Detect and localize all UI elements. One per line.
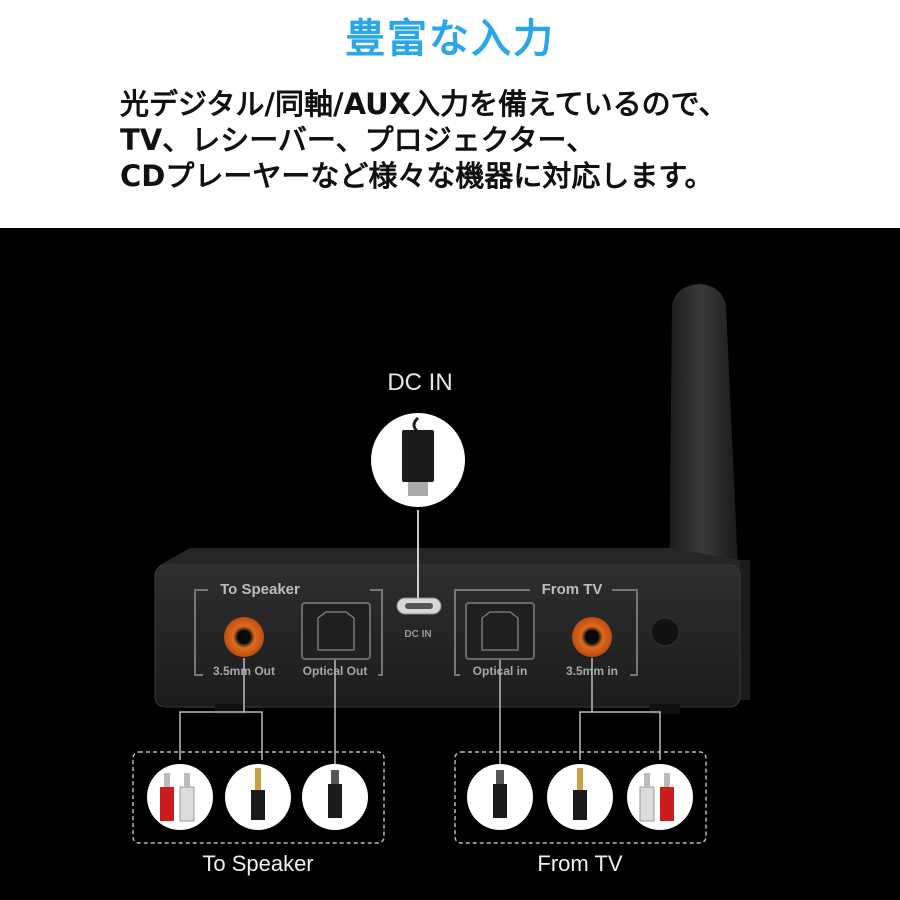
page-title: 豊富な入力 <box>345 16 555 62</box>
right-group-label: From TV <box>542 581 603 598</box>
rca-cable-right <box>627 764 693 830</box>
optical-cable-left <box>302 764 368 830</box>
aux-cable-right <box>547 764 613 830</box>
left-group-frame <box>194 589 208 676</box>
jack-35mm-out <box>224 617 264 657</box>
description-line-2: TV、レシーバー、プロジェクター、 <box>120 123 596 157</box>
optical-cable-right <box>467 764 533 830</box>
device-body <box>154 548 741 714</box>
product-illustration: To Speaker From TV 3.5mm Out Optical Out… <box>132 284 750 876</box>
header-section: 豊富な入力 光デジタル/同軸/AUX入力を備えているので、 TV、レシーバー、プ… <box>0 0 900 228</box>
left-group-label: To Speaker <box>220 581 300 598</box>
dc-in-port <box>396 597 442 615</box>
description-line-3: CDプレーヤーなど様々な機器に対応します。 <box>120 159 714 193</box>
left-cables-box <box>132 751 385 844</box>
jack-35mm-in <box>572 617 612 657</box>
optical-in-port <box>465 602 535 660</box>
right-cables-caption: From TV <box>537 851 622 876</box>
left-cables-caption: To Speaker <box>202 851 313 876</box>
description: 光デジタル/同軸/AUX入力を備えているので、 TV、レシーバー、プロジェクター… <box>120 86 820 194</box>
right-group-frame <box>454 589 530 676</box>
right-cables-box <box>454 751 707 844</box>
dc-in-callout-label: DC IN <box>387 369 452 396</box>
right-guide-lines <box>499 658 661 765</box>
optical-out-port <box>301 602 371 660</box>
dc-plug-circle <box>371 413 465 507</box>
product-photo: To Speaker From TV 3.5mm Out Optical Out… <box>0 228 900 900</box>
description-line-1: 光デジタル/同軸/AUX入力を備えているので、 <box>120 87 728 121</box>
rca-cable-left <box>147 764 213 830</box>
aux-cable-left <box>225 764 291 830</box>
dc-in-port-label: DC IN <box>404 629 431 640</box>
left-guide-lines <box>179 658 336 765</box>
